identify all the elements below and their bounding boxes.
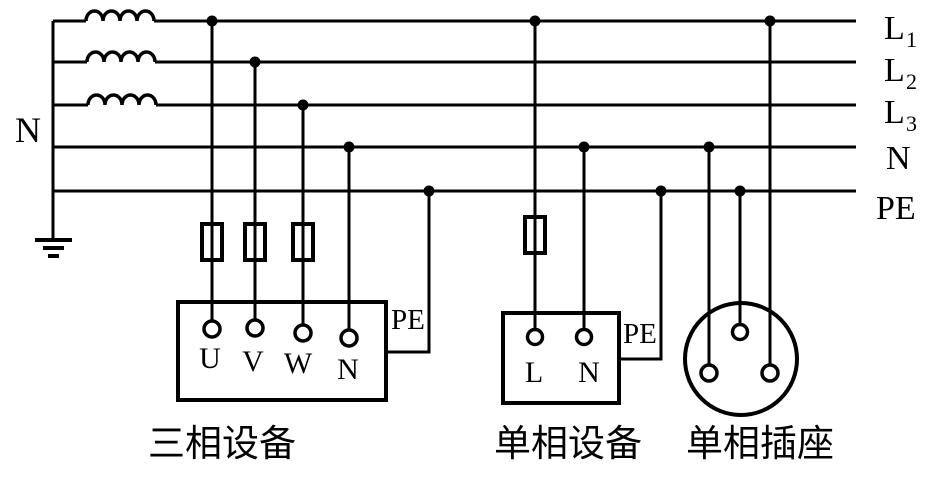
bus-label-pe: PE <box>876 190 916 227</box>
socket-outline-circle <box>683 301 799 417</box>
three-phase-branch: U V W N PE 三相设备 <box>148 21 431 465</box>
terminal-n <box>339 328 359 348</box>
terminal-l-single <box>525 327 545 347</box>
terminal-n-single <box>574 327 594 347</box>
three-phase-device-box <box>176 300 388 402</box>
terminal-w <box>293 323 313 343</box>
bus-label-l2: L <box>884 52 905 89</box>
pe-tap-wire-three-phase <box>386 191 431 354</box>
single-phase-branch: L N PE 单相设备 <box>494 21 663 465</box>
fuse-icon <box>243 222 267 262</box>
terminal-u <box>202 319 222 339</box>
terminal-label-u: U <box>199 342 221 375</box>
bus-label-l2-sub: 2 <box>906 69 917 94</box>
pe-tap-label-single-phase: PE <box>623 318 657 350</box>
power-buses <box>53 19 856 193</box>
terminal-label-n-single: N <box>578 356 600 389</box>
terminal-label-l-single: L <box>525 356 543 389</box>
bus-label-l1-sub: 1 <box>906 27 917 52</box>
terminal-label-n3: N <box>337 353 359 386</box>
bus-label-l1: L <box>884 10 905 47</box>
caption-single-phase-device: 单相设备 <box>494 424 642 465</box>
terminal-label-w: W <box>284 347 313 380</box>
fuse-icon <box>291 222 315 262</box>
transformer-source: N <box>15 9 158 258</box>
socket-pin-l <box>760 363 780 383</box>
caption-three-phase-device: 三相设备 <box>148 424 296 465</box>
socket-pin-n <box>699 363 719 383</box>
single-phase-device-box <box>501 311 621 405</box>
fuse-icon <box>200 222 224 262</box>
caption-single-phase-socket: 单相插座 <box>686 423 834 465</box>
fuse-icon <box>523 215 547 255</box>
bus-labels: L 1 L 2 L 3 N PE <box>876 10 917 227</box>
terminal-label-v: V <box>242 345 264 378</box>
pe-tap-label-three-phase: PE <box>391 304 425 336</box>
winding-coil-l1 <box>84 9 156 22</box>
winding-coil-l3 <box>86 93 158 106</box>
earth-ground-icon <box>35 238 72 258</box>
winding-coil-l2 <box>85 50 157 63</box>
socket-branch: 单相插座 <box>683 21 834 465</box>
neutral-point-label: N <box>15 110 41 150</box>
socket-pin-pe <box>730 322 750 342</box>
terminal-v <box>245 318 265 338</box>
transformer-windings <box>84 9 158 106</box>
pe-tap-wire-single-phase <box>619 191 663 361</box>
bus-label-n: N <box>886 140 911 177</box>
bus-label-l3-sub: 3 <box>906 111 917 136</box>
bus-label-l3: L <box>884 94 905 131</box>
